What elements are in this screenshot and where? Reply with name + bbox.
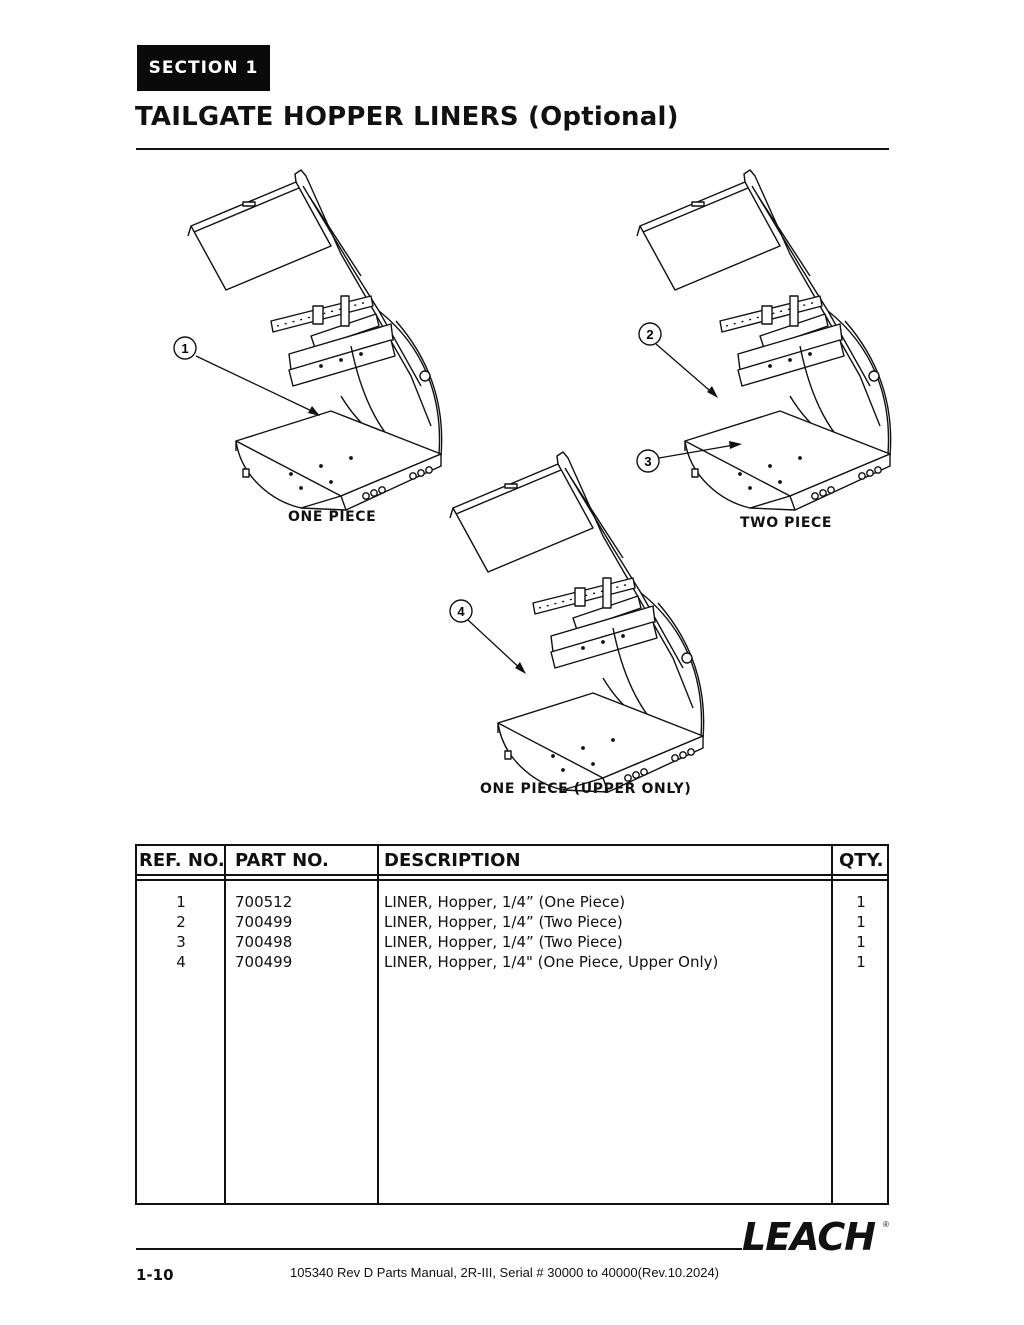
caption-one-piece: ONE PIECE	[288, 509, 377, 525]
callout-2-label: 2	[646, 327, 653, 342]
qty-cell: 1	[856, 933, 866, 951]
leach-logo: LEACH	[742, 1215, 876, 1259]
footer-rule	[136, 1248, 742, 1250]
header-part-no: PART NO.	[235, 850, 329, 871]
qty-cell: 1	[856, 893, 866, 911]
description-cell: LINER, Hopper, 1/4” (Two Piece)	[384, 933, 623, 951]
parts-table: REF. NO. PART NO. DESCRIPTION QTY. 1 700…	[135, 844, 889, 1205]
caption-one-piece-upper-only: ONE PIECE (UPPER ONLY)	[480, 781, 692, 797]
description-cell: LINER, Hopper, 1/4” (Two Piece)	[384, 913, 623, 931]
table-row: 1 700512 LINER, Hopper, 1/4” (One Piece)…	[137, 893, 887, 913]
callout-4-label: 4	[457, 604, 465, 619]
header-qty: QTY.	[839, 850, 884, 871]
table-row: 3 700498 LINER, Hopper, 1/4” (Two Piece)…	[137, 933, 887, 953]
header-description: DESCRIPTION	[384, 850, 521, 871]
page-number: 1-10	[136, 1266, 174, 1284]
callout-2	[638, 322, 662, 346]
description-cell: LINER, Hopper, 1/4" (One Piece, Upper On…	[384, 953, 719, 971]
ref-no-cell: 2	[176, 913, 186, 931]
column-divider	[377, 846, 379, 1203]
header-rule	[137, 874, 887, 876]
qty-cell: 1	[856, 953, 866, 971]
callout-1-label: 1	[181, 341, 188, 356]
ref-no-cell: 3	[176, 933, 186, 951]
column-divider	[831, 846, 833, 1203]
ref-no-cell: 4	[176, 953, 186, 971]
header-ref-no: REF. NO.	[139, 850, 225, 871]
registered-mark: ®	[883, 1220, 889, 1229]
part-no-cell: 700499	[235, 913, 293, 931]
table-row: 4 700499 LINER, Hopper, 1/4" (One Piece,…	[137, 953, 887, 973]
ref-no-cell: 1	[176, 893, 186, 911]
document-info: 105340 Rev D Parts Manual, 2R-III, Seria…	[290, 1265, 720, 1280]
callout-1	[173, 336, 197, 360]
part-no-cell: 700499	[235, 953, 293, 971]
qty-cell: 1	[856, 913, 866, 931]
part-no-cell: 700498	[235, 933, 293, 951]
header-rule	[137, 879, 887, 881]
callout-4	[449, 599, 473, 623]
callout-3	[636, 449, 660, 473]
view-one-piece-upper-only: 4	[449, 451, 705, 793]
page-title: TAILGATE HOPPER LINERS (Optional)	[135, 102, 679, 132]
view-two-piece: 2 3	[636, 169, 892, 511]
hopper-liner-diagram: 1 2 3 4	[173, 169, 892, 793]
column-divider	[224, 846, 226, 1203]
title-rule	[136, 148, 889, 150]
caption-two-piece: TWO PIECE	[740, 515, 833, 531]
section-badge: SECTION 1	[137, 45, 270, 91]
table-row: 2 700499 LINER, Hopper, 1/4” (Two Piece)…	[137, 913, 887, 933]
description-cell: LINER, Hopper, 1/4” (One Piece)	[384, 893, 626, 911]
part-no-cell: 700512	[235, 893, 293, 911]
callout-3-label: 3	[644, 454, 651, 469]
view-one-piece: 1	[173, 169, 443, 511]
